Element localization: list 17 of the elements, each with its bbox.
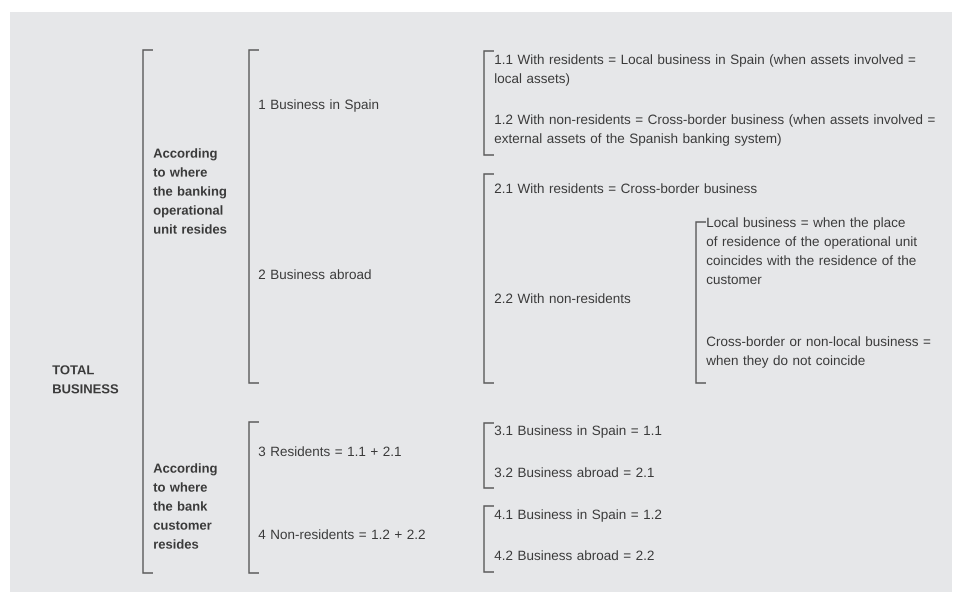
text-label: 4.1 Business in Spain = 1.2 xyxy=(494,509,662,522)
text-label: Cross-border or non-local business = when they do not coincide xyxy=(706,336,930,368)
heading: According to where the bank customer resides xyxy=(153,463,217,549)
text-label: 1.2 With non-residents = Cross-border business (when assets involved = external assets of the Spanish banking system) xyxy=(494,114,935,146)
heading: TOTAL BUSINESS xyxy=(52,365,118,394)
text-label: 2 Business abroad xyxy=(258,269,371,280)
text-label: 4 Non-residents = 1.2 + 2.2 xyxy=(258,529,425,540)
text-label: Local business = when the place of residence of the operational unit coincides with the residence of the customer xyxy=(706,217,917,284)
text-label: 4.2 Business abroad = 2.2 xyxy=(494,550,654,560)
text-label: 2.2 With non-residents xyxy=(494,293,630,304)
text-label: 2.1 With residents = Cross-border business xyxy=(494,183,757,194)
text-label: 3.2 Business abroad = 2.1 xyxy=(494,467,654,478)
heading: According to where the banking operational unit resides xyxy=(153,148,226,234)
text-label: 3 Residents = 1.1 + 2.1 xyxy=(258,446,401,456)
text-label: 1 Business in Spain xyxy=(259,99,378,112)
text-label: 3.1 Business in Spain = 1.1 xyxy=(494,425,662,438)
text-label: 1.1 With residents = Local business in Spain (when assets involved = local assets) xyxy=(495,54,916,86)
